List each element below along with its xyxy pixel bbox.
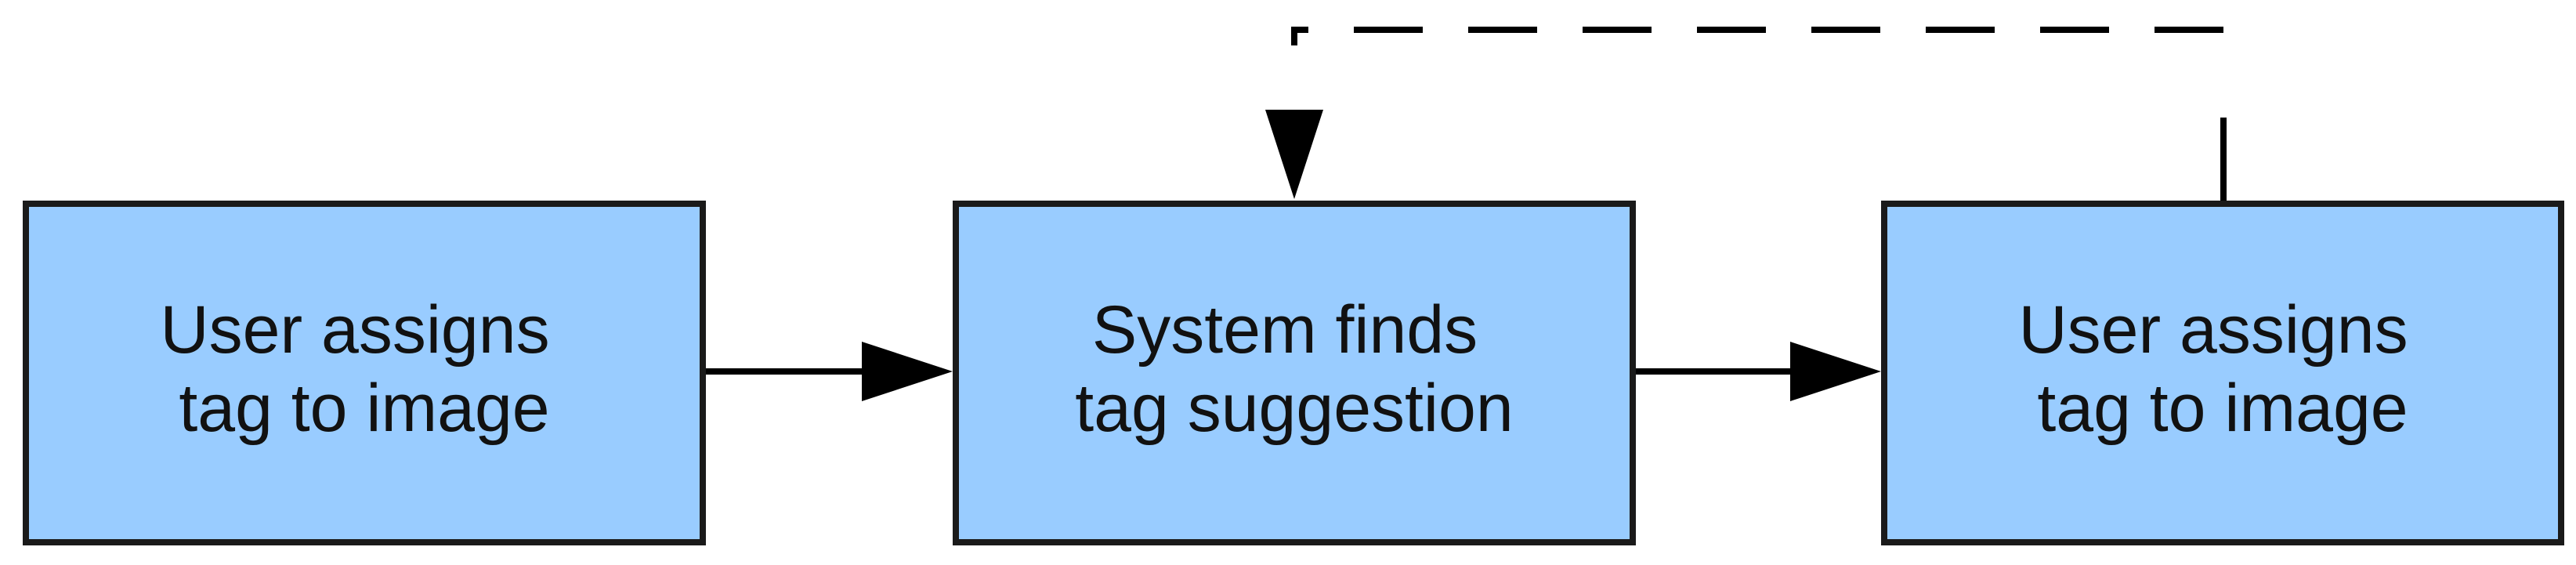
- node-user-assigns-tag-1: User assigns tag to image: [23, 201, 706, 545]
- node-box-2: [953, 201, 1636, 545]
- node-3-line-2: tag to image: [2037, 371, 2408, 446]
- node-user-assigns-tag-2: User assigns tag to image: [1881, 201, 2564, 545]
- edge-1-to-2: [706, 342, 953, 401]
- node-3-line-1: User assigns: [2019, 292, 2408, 368]
- node-box-1: [23, 201, 706, 545]
- node-2-line-2: tag suggestion: [1075, 371, 1513, 446]
- node-box-3: [1881, 201, 2564, 545]
- node-2-label: System finds tag suggestion: [1075, 292, 1513, 446]
- node-system-finds-suggestion: System finds tag suggestion: [953, 201, 1636, 545]
- edge-3-to-2-feedback: [1265, 27, 2227, 201]
- node-3-label: User assigns tag to image: [2019, 292, 2427, 446]
- feedback-arrowhead: [1265, 110, 1323, 199]
- node-2-line-1: System finds: [1092, 292, 1478, 368]
- feedback-dashed-path: [1291, 27, 2223, 45]
- edge-1-to-2-arrowhead: [862, 342, 953, 401]
- node-1-line-1: User assigns: [161, 292, 550, 368]
- node-1-line-2: tag to image: [179, 371, 549, 446]
- edge-2-to-3: [1636, 342, 1881, 401]
- node-1-label: User assigns tag to image: [161, 292, 569, 446]
- edge-2-to-3-arrowhead: [1790, 342, 1881, 401]
